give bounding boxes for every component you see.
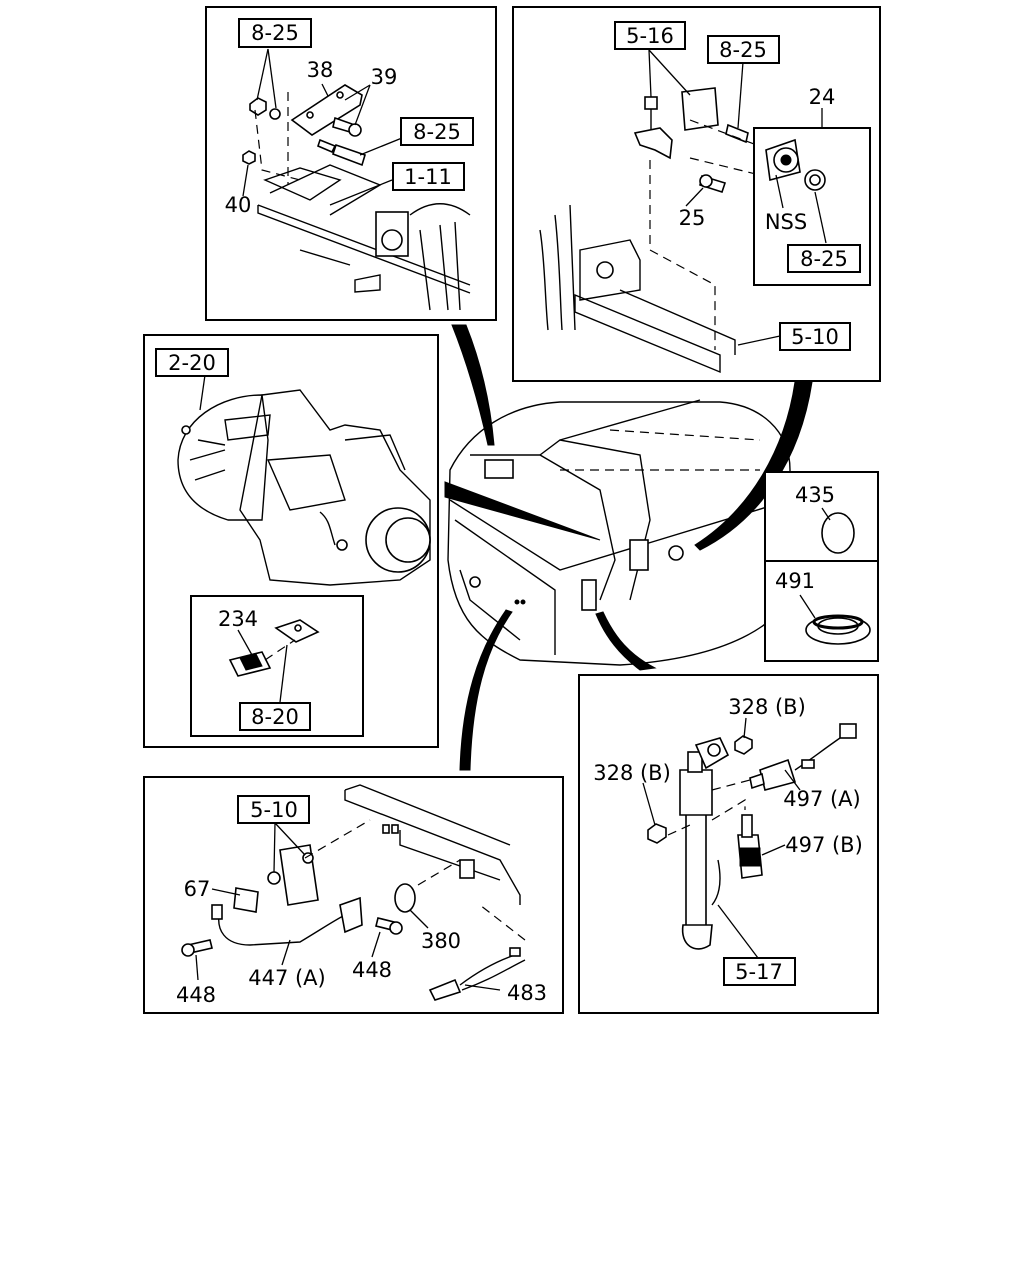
panel-brake-switch: 5-16 8-25 24 25 NSS 8-25 5-10 xyxy=(512,6,881,382)
ref-box xyxy=(707,35,780,64)
ref-label: 1-11 xyxy=(404,165,452,189)
part-number: 435 xyxy=(795,483,835,507)
panel-frame xyxy=(143,776,564,1014)
part-number: 24 xyxy=(809,85,836,109)
ref-box xyxy=(614,21,686,50)
part-number: 380 xyxy=(421,929,461,953)
part-number: 328 (B) xyxy=(593,761,671,785)
part-number: 491 xyxy=(775,569,815,593)
part-number: 40 xyxy=(225,193,252,217)
ref-box xyxy=(155,348,229,377)
ref-box xyxy=(779,322,851,351)
part-number: 483 xyxy=(507,981,547,1005)
part-number: 448 xyxy=(352,958,392,982)
part-number: 67 xyxy=(184,877,211,901)
part-number: 497 (B) xyxy=(785,833,863,857)
ref-label: 8-25 xyxy=(719,38,767,62)
callout-connectors xyxy=(336,324,813,771)
part-number: 328 (B) xyxy=(728,695,806,719)
ref-box xyxy=(239,702,311,731)
ref-label: 8-25 xyxy=(251,21,299,45)
ref-label: 8-25 xyxy=(413,120,461,144)
panel-harness: 5-10 67 448 447 (A) 448 380 483 xyxy=(143,776,564,1014)
part-number: 448 xyxy=(176,983,216,1007)
ref-label: 5-16 xyxy=(626,24,674,48)
part-number: 497 (A) xyxy=(783,787,861,811)
ref-box xyxy=(392,162,465,191)
panel-frame xyxy=(578,674,879,1014)
ref-box xyxy=(723,957,796,986)
part-number: 234 xyxy=(218,607,258,631)
part-number: NSS xyxy=(765,210,807,234)
panel-clutch-switch: 328 (B) 328 (B) 497 (A) 497 (B) 5-17 xyxy=(578,674,879,1014)
ref-label: 5-10 xyxy=(791,325,839,349)
ref-box xyxy=(238,18,312,48)
ref-label: 8-20 xyxy=(251,705,299,729)
part-number: 38 xyxy=(307,58,334,82)
ref-box xyxy=(237,795,310,824)
ref-label: 2-20 xyxy=(168,351,216,375)
part-number: 25 xyxy=(679,206,706,230)
panel-transmission: 2-20 234 8-20 xyxy=(143,334,439,748)
part-number: 39 xyxy=(371,65,398,89)
panel-seals: 435 491 xyxy=(764,471,879,662)
ref-label: 5-10 xyxy=(250,798,298,822)
panel-speedometer-bracket: 8-25 38 39 8-25 1-11 40 xyxy=(205,6,497,321)
ref-label: 8-25 xyxy=(800,247,848,271)
ref-box xyxy=(787,244,861,273)
ref-label: 5-17 xyxy=(735,960,783,984)
vehicle-cab-illustration xyxy=(447,399,791,666)
ref-box xyxy=(400,117,474,146)
part-number: 447 (A) xyxy=(248,966,326,990)
